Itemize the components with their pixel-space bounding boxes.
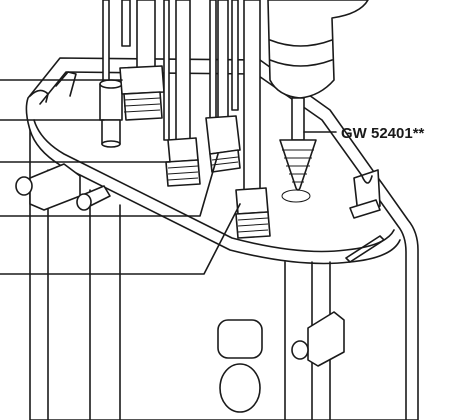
step-drill-bit — [279, 139, 317, 203]
drill — [267, 0, 369, 141]
drill-bit-label: GW 52401** — [341, 125, 425, 142]
cable-gland-4 — [205, 0, 241, 173]
cable-gland-5 — [231, 0, 271, 239]
leader-lines — [0, 79, 337, 275]
cable-gland-1 — [99, 0, 123, 148]
enclosure-box — [15, 57, 419, 420]
cable-glands — [99, 0, 271, 239]
cable-gland-2 — [119, 0, 165, 121]
cable-gland-3 — [163, 0, 201, 187]
